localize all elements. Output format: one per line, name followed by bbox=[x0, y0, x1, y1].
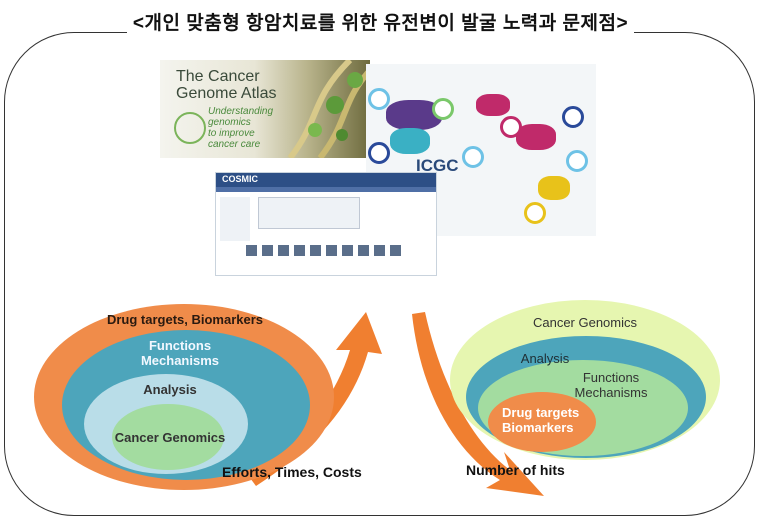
marker-3b-icon bbox=[462, 146, 484, 168]
right-inner-line2: Biomarkers bbox=[502, 420, 574, 435]
rising-arrow-icon bbox=[250, 312, 382, 486]
right-inner-label: Drug targets Biomarkers bbox=[502, 405, 582, 435]
tcga-tagline-2: genomics bbox=[208, 117, 251, 128]
right-third-line2: Mechanisms bbox=[574, 385, 648, 400]
marker-6-icon bbox=[368, 142, 390, 164]
cosmic-nav bbox=[216, 187, 436, 192]
thumb bbox=[310, 245, 321, 256]
right-ellipse-inner bbox=[488, 392, 596, 452]
right-outer-label: Cancer Genomics bbox=[532, 315, 638, 330]
right-third-label: Functions Mechanisms bbox=[556, 370, 666, 400]
cosmic-thumbnails bbox=[246, 245, 401, 256]
left-second-line1: Functions bbox=[148, 338, 212, 353]
thumb bbox=[342, 245, 353, 256]
cosmic-brand: COSMIC bbox=[222, 174, 258, 184]
tcga-title: The Cancer Genome Atlas bbox=[176, 68, 277, 102]
tcga-title-line2: Genome Atlas bbox=[176, 85, 277, 102]
left-caption: Efforts, Times, Costs bbox=[222, 464, 362, 480]
thumb bbox=[262, 245, 273, 256]
page-title: <개인 맞춤형 항암치료를 위한 유전변이 발굴 노력과 문제점> bbox=[0, 8, 761, 35]
map-europe bbox=[476, 94, 510, 116]
cosmic-search-box bbox=[258, 197, 360, 229]
left-third-label: Analysis bbox=[143, 382, 197, 397]
left-ellipse-inner bbox=[112, 404, 224, 470]
left-second-label: Functions Mechanisms bbox=[120, 338, 240, 368]
left-second-line2: Mechanisms bbox=[140, 353, 220, 368]
marker-1-icon bbox=[368, 88, 390, 110]
map-asia bbox=[516, 124, 556, 150]
tcga-tagline: Understanding genomics to improve cancer… bbox=[208, 106, 273, 150]
thumb bbox=[358, 245, 369, 256]
icgc-label: ICGC bbox=[416, 156, 459, 175]
tcga-logo-icon bbox=[174, 112, 206, 144]
thumb bbox=[390, 245, 401, 256]
falling-arrow-icon bbox=[412, 312, 544, 496]
right-inner-line1: Drug targets bbox=[502, 405, 580, 420]
thumb bbox=[326, 245, 337, 256]
marker-2-icon bbox=[524, 202, 546, 224]
map-usa bbox=[390, 128, 430, 154]
cosmic-sidebar bbox=[220, 197, 250, 241]
title-text: <개인 맞춤형 항암치료를 위한 유전변이 발굴 노력과 문제점> bbox=[126, 13, 635, 34]
marker-3-icon bbox=[432, 98, 454, 120]
thumb bbox=[374, 245, 385, 256]
left-outer-label: Drug targets, Biomarkers bbox=[106, 312, 264, 327]
left-inner-label: Cancer Genomics bbox=[114, 430, 226, 445]
tcga-title-line1: The Cancer bbox=[176, 68, 260, 85]
tcga-tagline-4: cancer care bbox=[208, 139, 261, 150]
right-third-line1: Functions bbox=[582, 370, 640, 385]
marker-1b-icon bbox=[500, 116, 522, 138]
cosmic-header: COSMIC bbox=[216, 173, 436, 187]
thumb bbox=[246, 245, 257, 256]
marker-1d-icon bbox=[566, 150, 588, 172]
tcga-tagline-3: to improve bbox=[208, 128, 255, 139]
thumb bbox=[278, 245, 289, 256]
right-second-label: Analysis bbox=[520, 351, 570, 366]
marker-1c-icon bbox=[562, 106, 584, 128]
cosmic-screenshot: COSMIC bbox=[215, 172, 437, 276]
tcga-tagline-1: Understanding bbox=[208, 106, 274, 117]
right-caption: Number of hits bbox=[466, 462, 565, 478]
map-australia bbox=[538, 176, 570, 200]
tcga-banner: The Cancer Genome Atlas Understanding ge… bbox=[160, 60, 370, 158]
dna-helix-icon bbox=[287, 60, 370, 158]
thumb bbox=[294, 245, 305, 256]
